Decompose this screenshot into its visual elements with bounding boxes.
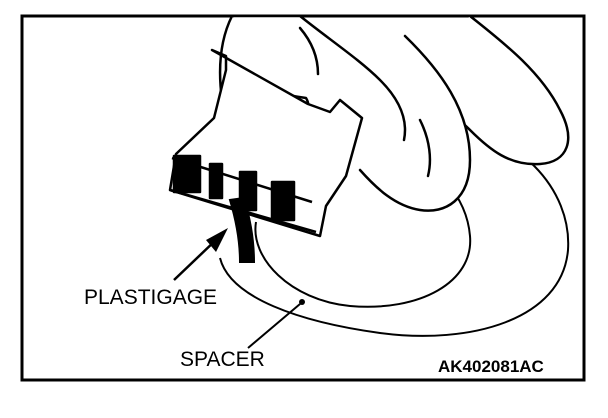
plastigage-bead [228, 196, 256, 263]
figure-code-label: AK402081AC [438, 357, 544, 376]
plastigage-strip [168, 48, 364, 238]
plastigage-leader-arrow [173, 228, 228, 281]
spacer-label: SPACER [180, 348, 265, 371]
plastigage-label: PLASTIGAGE [84, 286, 217, 309]
spacer-leader-line [247, 299, 305, 349]
